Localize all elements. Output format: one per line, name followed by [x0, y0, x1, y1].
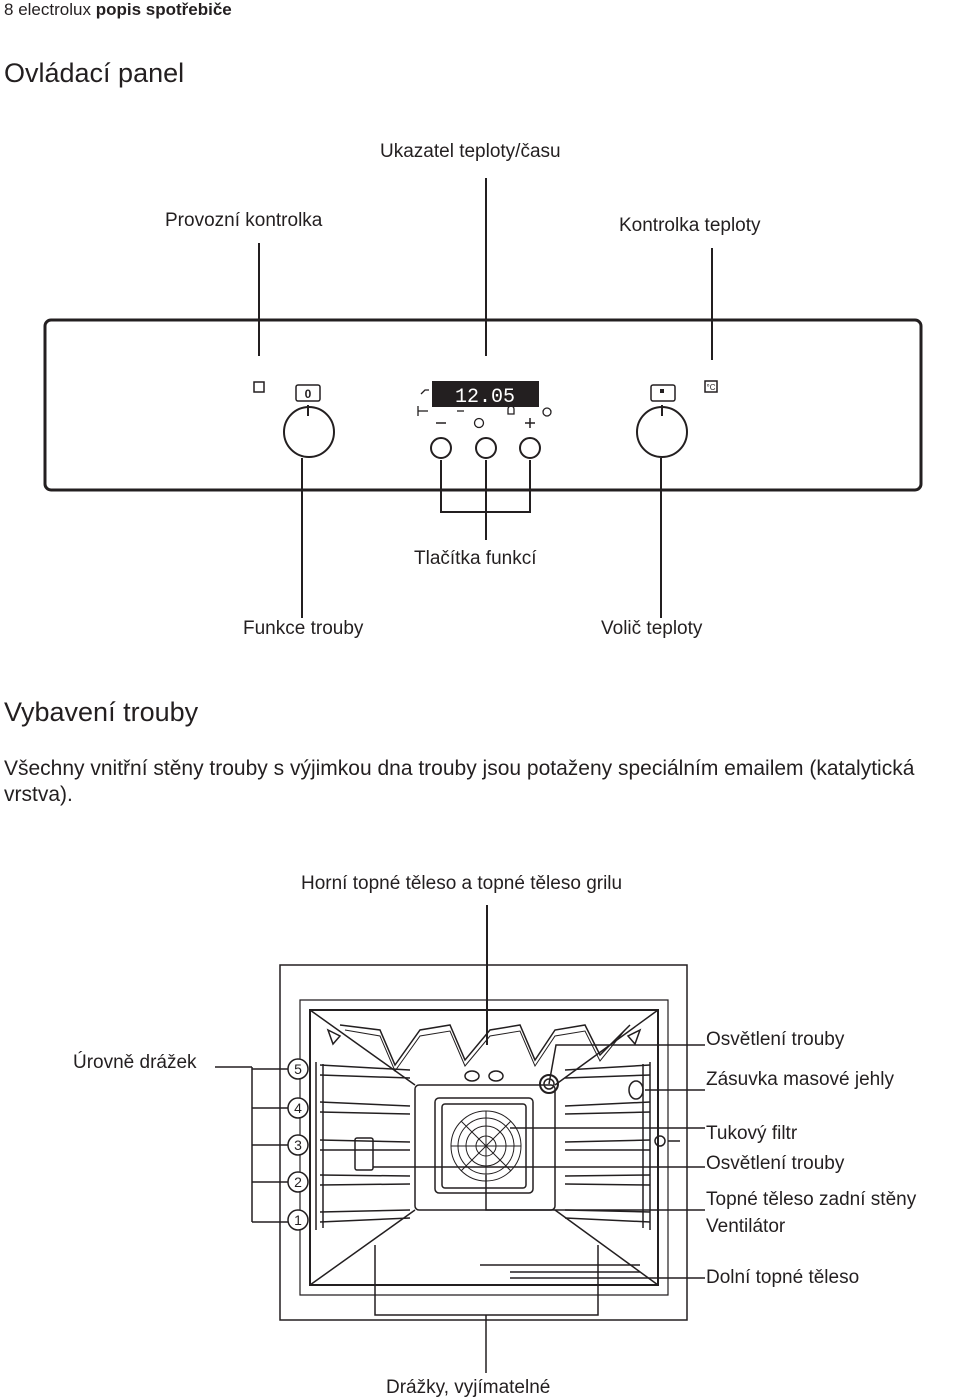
brand-name: electrolux	[18, 0, 91, 19]
level-5-label: 5	[294, 1061, 302, 1077]
label-operating-light: Provozní kontrolka	[165, 210, 323, 231]
label-meat-probe-socket: Zásuvka masové jehly	[706, 1069, 894, 1090]
label-fan: Ventilátor	[706, 1216, 786, 1237]
label-bottom-heating: Dolní topné těleso	[706, 1267, 860, 1288]
page-number: 8	[4, 0, 14, 19]
label-temperature-light: Kontrolka teploty	[619, 215, 761, 236]
section-title-oven-equipment: Vybavení trouby	[4, 697, 199, 727]
catalytic-description: Všechny vnitřní stěny trouby s výjimkou …	[4, 757, 915, 806]
knob-zero-mark: 0	[305, 387, 312, 401]
celsius-icon: °C	[707, 383, 716, 392]
label-top-heating: Horní topné těleso a topné těleso grilu	[301, 873, 623, 894]
document-title: popis spotřebiče	[95, 0, 232, 19]
label-temperature-selector: Volič teploty	[601, 618, 703, 639]
level-2-label: 2	[294, 1174, 302, 1190]
level-4-label: 4	[294, 1100, 302, 1116]
label-function-buttons: Tlačítka funkcí	[414, 548, 537, 569]
label-oven-light-bottom: Osvětlení trouby	[706, 1153, 845, 1174]
control-panel-diagram: 12.05 0 °C	[43, 178, 923, 618]
page-header: 8 electrolux popis spotřebiče	[4, 0, 232, 20]
label-shelf-levels: Úrovně drážek	[73, 1052, 197, 1073]
label-temp-time-display: Ukazatel teploty/času	[380, 141, 561, 162]
label-removable-runners: Drážky, vyjímatelné	[386, 1377, 551, 1398]
label-fat-filter: Tukový filtr	[706, 1123, 798, 1144]
section-title-control-panel: Ovládací panel	[4, 58, 185, 88]
level-3-label: 3	[294, 1137, 302, 1153]
label-oven-light-top: Osvětlení trouby	[706, 1029, 845, 1050]
display-readout: 12.05	[455, 386, 515, 409]
level-1-label: 1	[294, 1212, 302, 1228]
label-oven-functions: Funkce trouby	[243, 618, 364, 639]
label-rear-heating: Topné těleso zadní stěny	[706, 1189, 917, 1210]
